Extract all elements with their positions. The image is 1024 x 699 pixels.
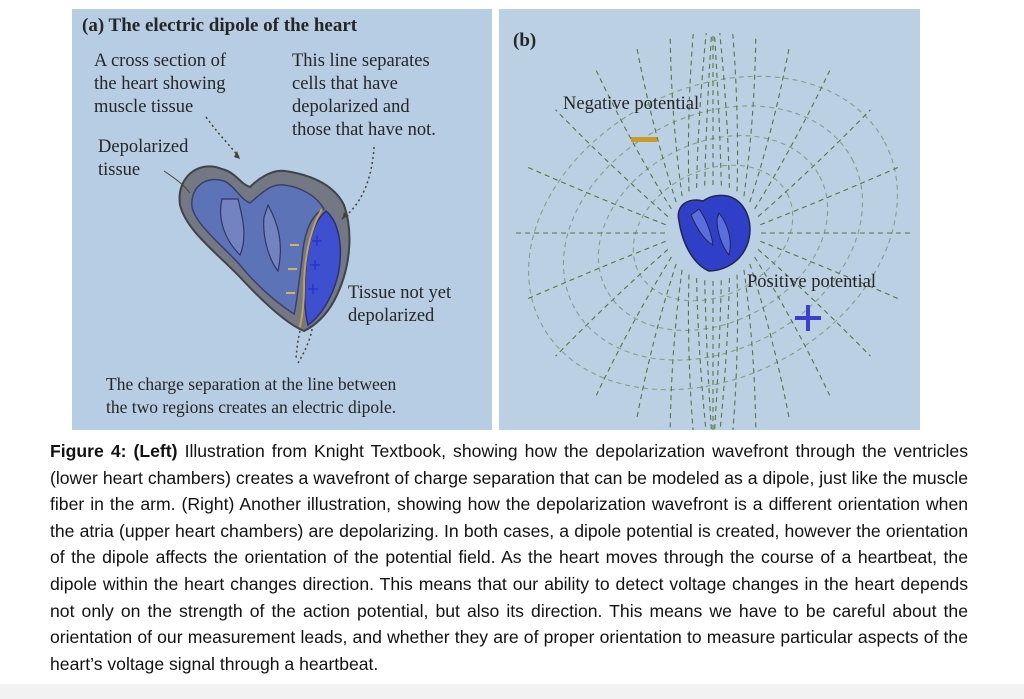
field-contour: [597, 135, 829, 331]
arrowheads: [234, 151, 349, 219]
plus-charges: [308, 236, 322, 294]
panel-a-title: (a) The electric dipole of the heart: [82, 15, 358, 36]
negative-marker: [631, 137, 657, 142]
label-negative-potential: Negative potential: [563, 94, 700, 114]
caption-text-left: Illustration from Knight Textbook, showi…: [50, 441, 968, 515]
equipotential-lines: [513, 32, 913, 430]
field-line: [669, 37, 683, 197]
caption-text-right: Another illustration, showing how the de…: [50, 494, 969, 674]
chamber-right: [263, 203, 281, 273]
separation-line: [299, 208, 323, 328]
field-line: [757, 248, 871, 357]
figure-panel-b: (b) Negative potential Positive potentia…: [499, 9, 920, 430]
field-line: [524, 165, 666, 226]
caption-right-tag: (Right): [181, 494, 235, 515]
field-line: [687, 33, 694, 192]
field-line: [696, 278, 707, 430]
field-line: [757, 109, 871, 218]
field-line: [732, 274, 739, 430]
field-line: [636, 263, 677, 419]
field-line: [713, 32, 722, 186]
caption-left-tag: (Left): [133, 441, 178, 461]
field-line: [760, 165, 902, 226]
field-line: [714, 280, 722, 430]
field-contour: [632, 164, 794, 302]
field-line: [749, 47, 790, 203]
field-line: [719, 278, 730, 430]
label-positive-potential: Positive potential: [747, 272, 876, 292]
field-line: [743, 37, 757, 197]
figure-panel-a: (a) The electric dipole of the heart A c…: [72, 9, 492, 430]
field-line: [555, 248, 669, 357]
label-separating-line: This line separates cells that have depo…: [292, 51, 436, 140]
field-contour: [528, 75, 898, 391]
field-line: [719, 33, 730, 188]
chamber-left: [219, 198, 245, 257]
page-bottom-band: [0, 684, 1024, 699]
field-line: [687, 274, 694, 430]
label-dipole-note: The charge separation at the line betwee…: [106, 374, 397, 417]
field-line: [595, 70, 672, 210]
field-line: [754, 256, 831, 396]
heart-small: [677, 194, 751, 272]
field-line: [524, 240, 666, 301]
field-line: [732, 33, 739, 192]
label-cross-section: A cross section of the heart showing mus…: [94, 51, 227, 117]
field-line: [595, 256, 672, 396]
figure-caption: Figure 4: (Left) Illustration from Knigh…: [50, 438, 968, 677]
field-contour: [562, 105, 864, 361]
minus-charges: [286, 244, 299, 294]
positive-marker: [795, 305, 821, 331]
field-line: [704, 280, 712, 430]
label-tissue-not-depolarized: Tissue not yet depolarized: [348, 283, 452, 326]
field-line: [754, 70, 831, 210]
field-line: [669, 269, 683, 429]
caption-label: Figure 4:: [50, 441, 127, 461]
dipole-field-illustration: [513, 32, 913, 430]
field-line: [555, 109, 669, 218]
label-depolarized-tissue: Depolarized tissue: [98, 137, 189, 180]
field-line: [696, 33, 707, 188]
field-line: [760, 240, 902, 301]
heart-cross-section-illustration: [163, 116, 375, 364]
field-line: [704, 32, 713, 186]
panel-b-title: (b): [513, 30, 537, 51]
field-line: [636, 47, 677, 203]
